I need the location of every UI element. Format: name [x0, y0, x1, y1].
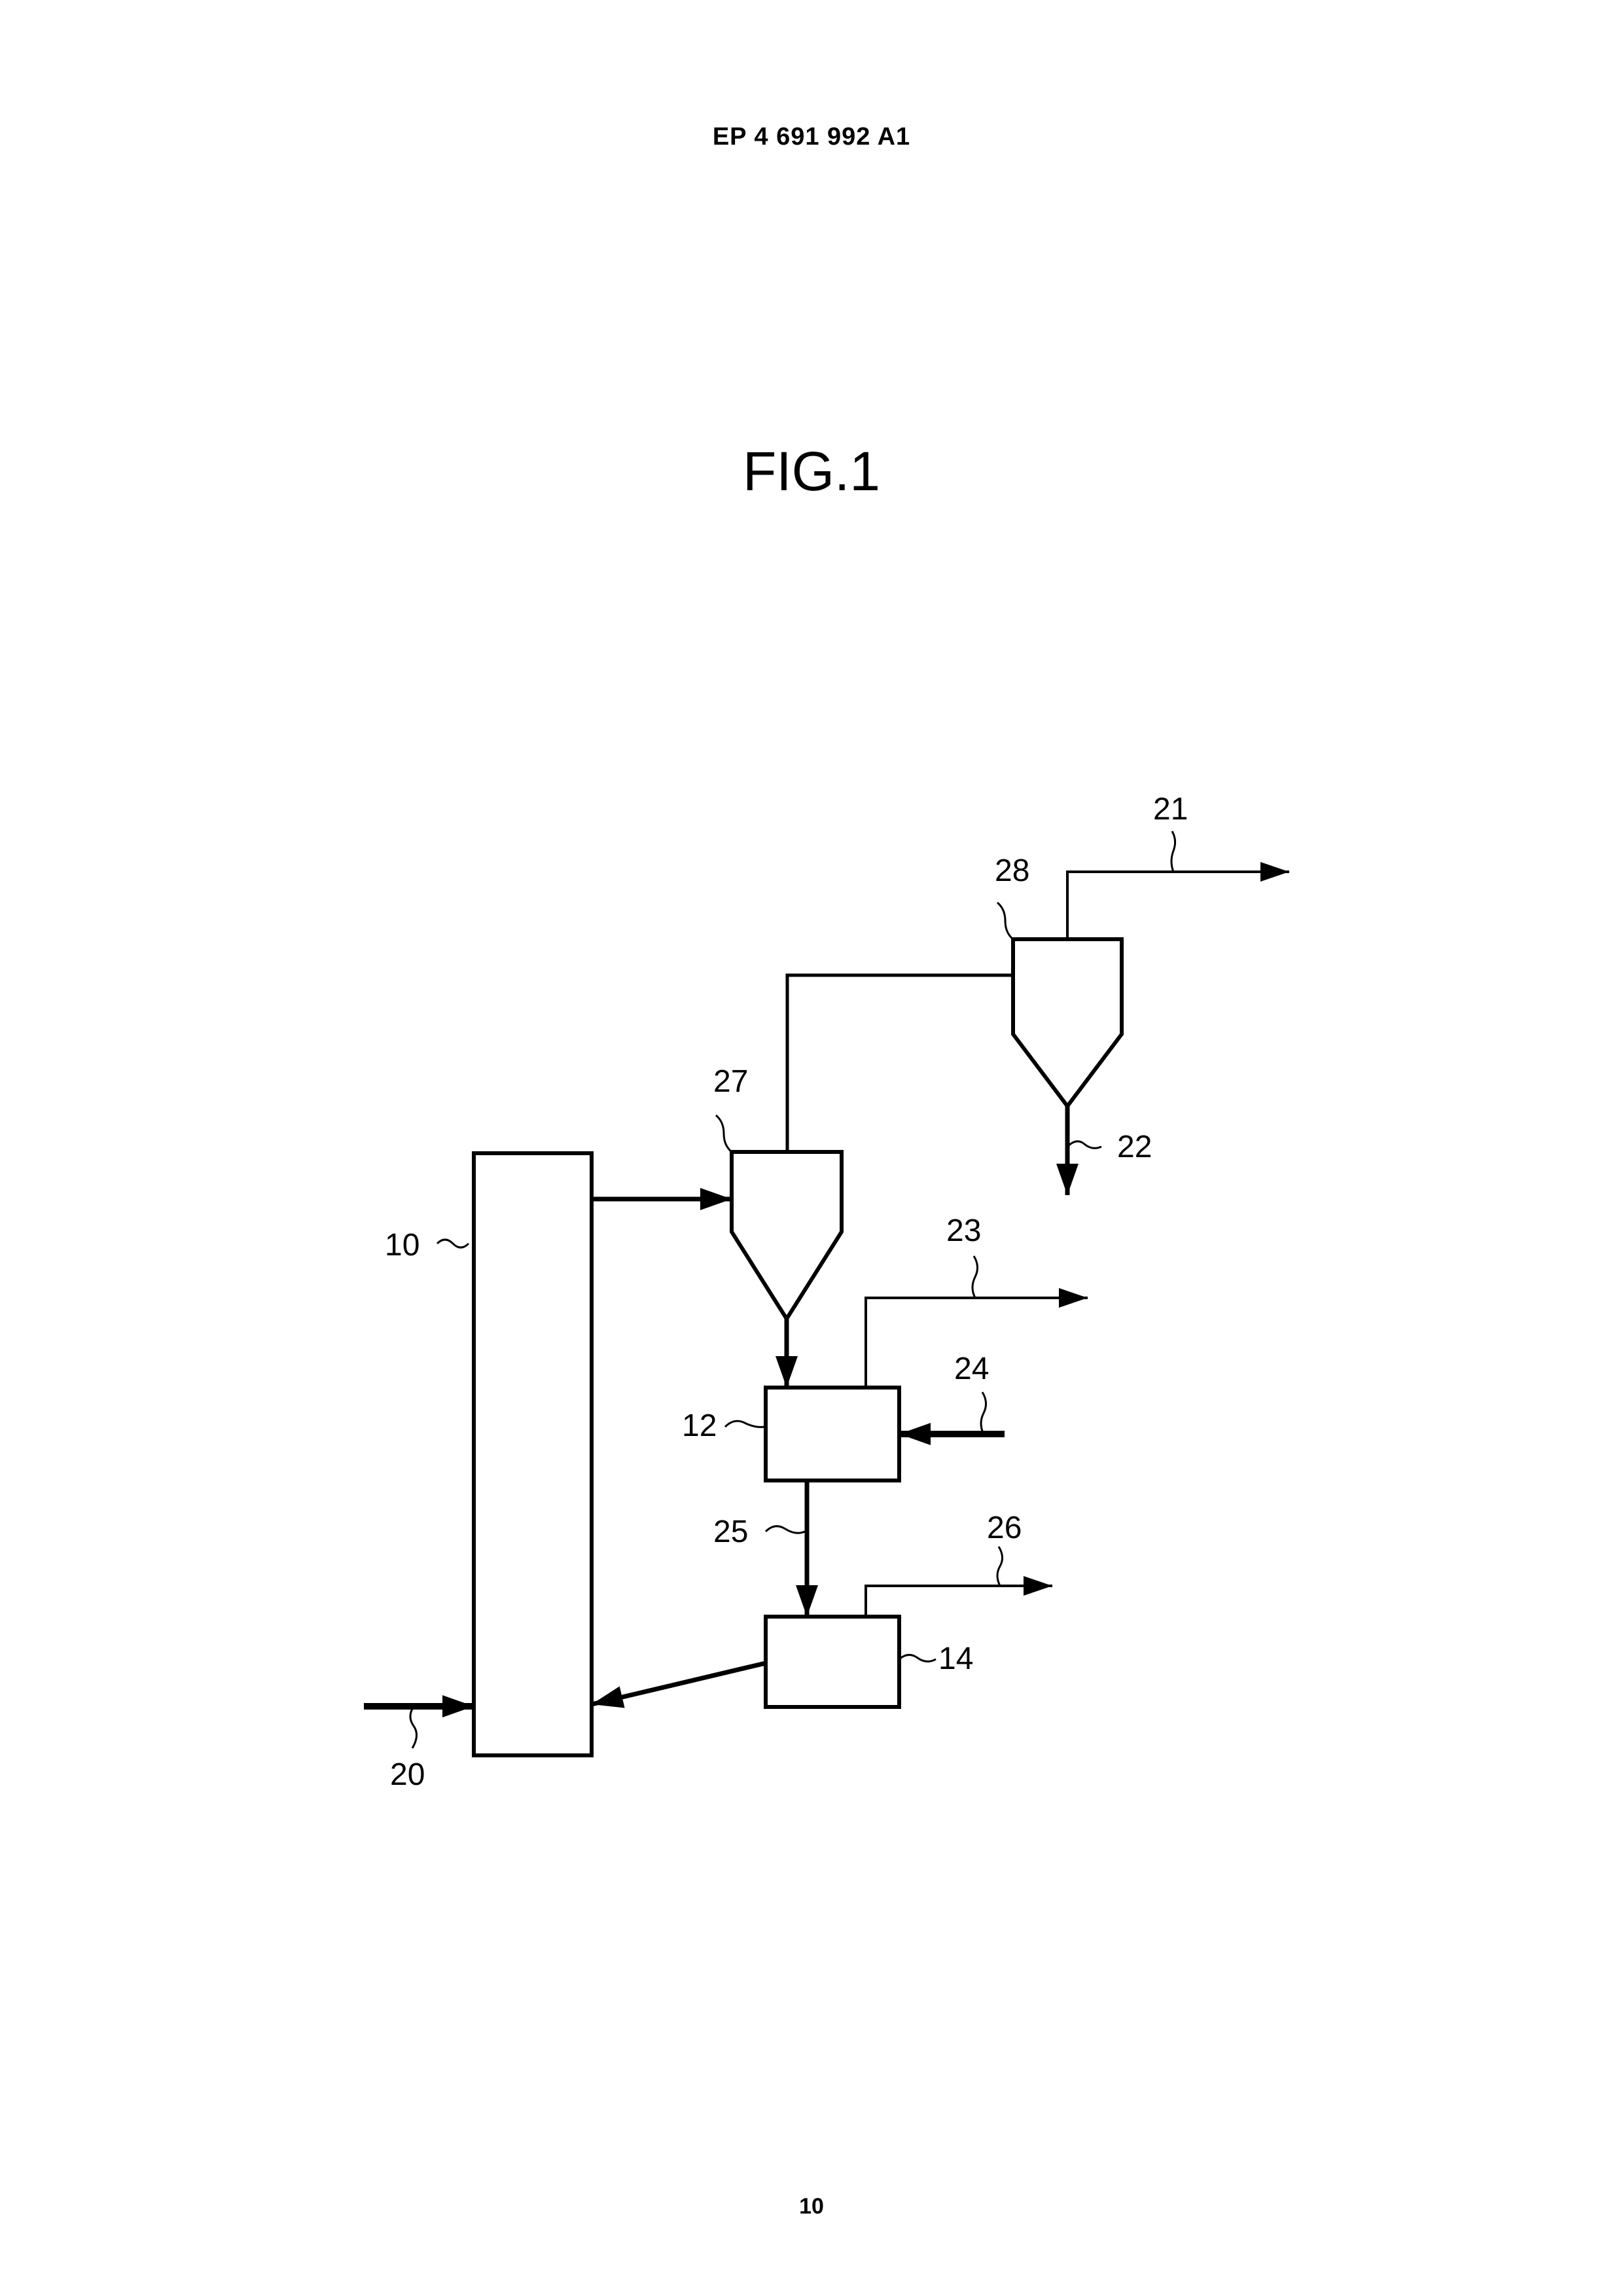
leader-12	[725, 1421, 764, 1427]
label-21: 21	[1153, 792, 1188, 827]
label-10: 10	[385, 1228, 419, 1263]
leader-26	[997, 1547, 1003, 1586]
label-20: 20	[390, 1757, 425, 1792]
leader-14	[899, 1655, 936, 1661]
label-27: 27	[713, 1064, 748, 1099]
unit-10-column	[474, 1153, 592, 1755]
leader-10	[437, 1240, 469, 1247]
leader-28	[997, 903, 1013, 939]
label-12: 12	[682, 1408, 717, 1443]
unit-27-cyclone	[732, 1152, 842, 1319]
label-28: 28	[995, 853, 1029, 888]
leader-27	[716, 1115, 732, 1152]
stream-21-arrow	[1067, 872, 1289, 939]
unit-28-cyclone	[1013, 939, 1122, 1106]
unit-12-box	[766, 1388, 899, 1480]
page-number: 10	[0, 2194, 1623, 2219]
label-22: 22	[1117, 1130, 1152, 1164]
stream-cyclone-27-to-cyclone-28	[787, 975, 1013, 1152]
stream-unit-14-to-column-recycle	[592, 1663, 766, 1704]
leader-25	[766, 1526, 805, 1533]
label-25: 25	[713, 1515, 748, 1549]
unit-14-box	[766, 1617, 899, 1707]
leader-23	[972, 1256, 978, 1298]
label-24: 24	[954, 1352, 989, 1386]
stream-26-arrow	[866, 1586, 1052, 1617]
label-14: 14	[938, 1641, 973, 1676]
leader-24	[981, 1392, 986, 1434]
leader-21	[1171, 831, 1175, 872]
leader-22	[1067, 1141, 1101, 1148]
label-23: 23	[946, 1213, 981, 1248]
leader-20	[410, 1706, 417, 1748]
label-26: 26	[987, 1511, 1022, 1545]
